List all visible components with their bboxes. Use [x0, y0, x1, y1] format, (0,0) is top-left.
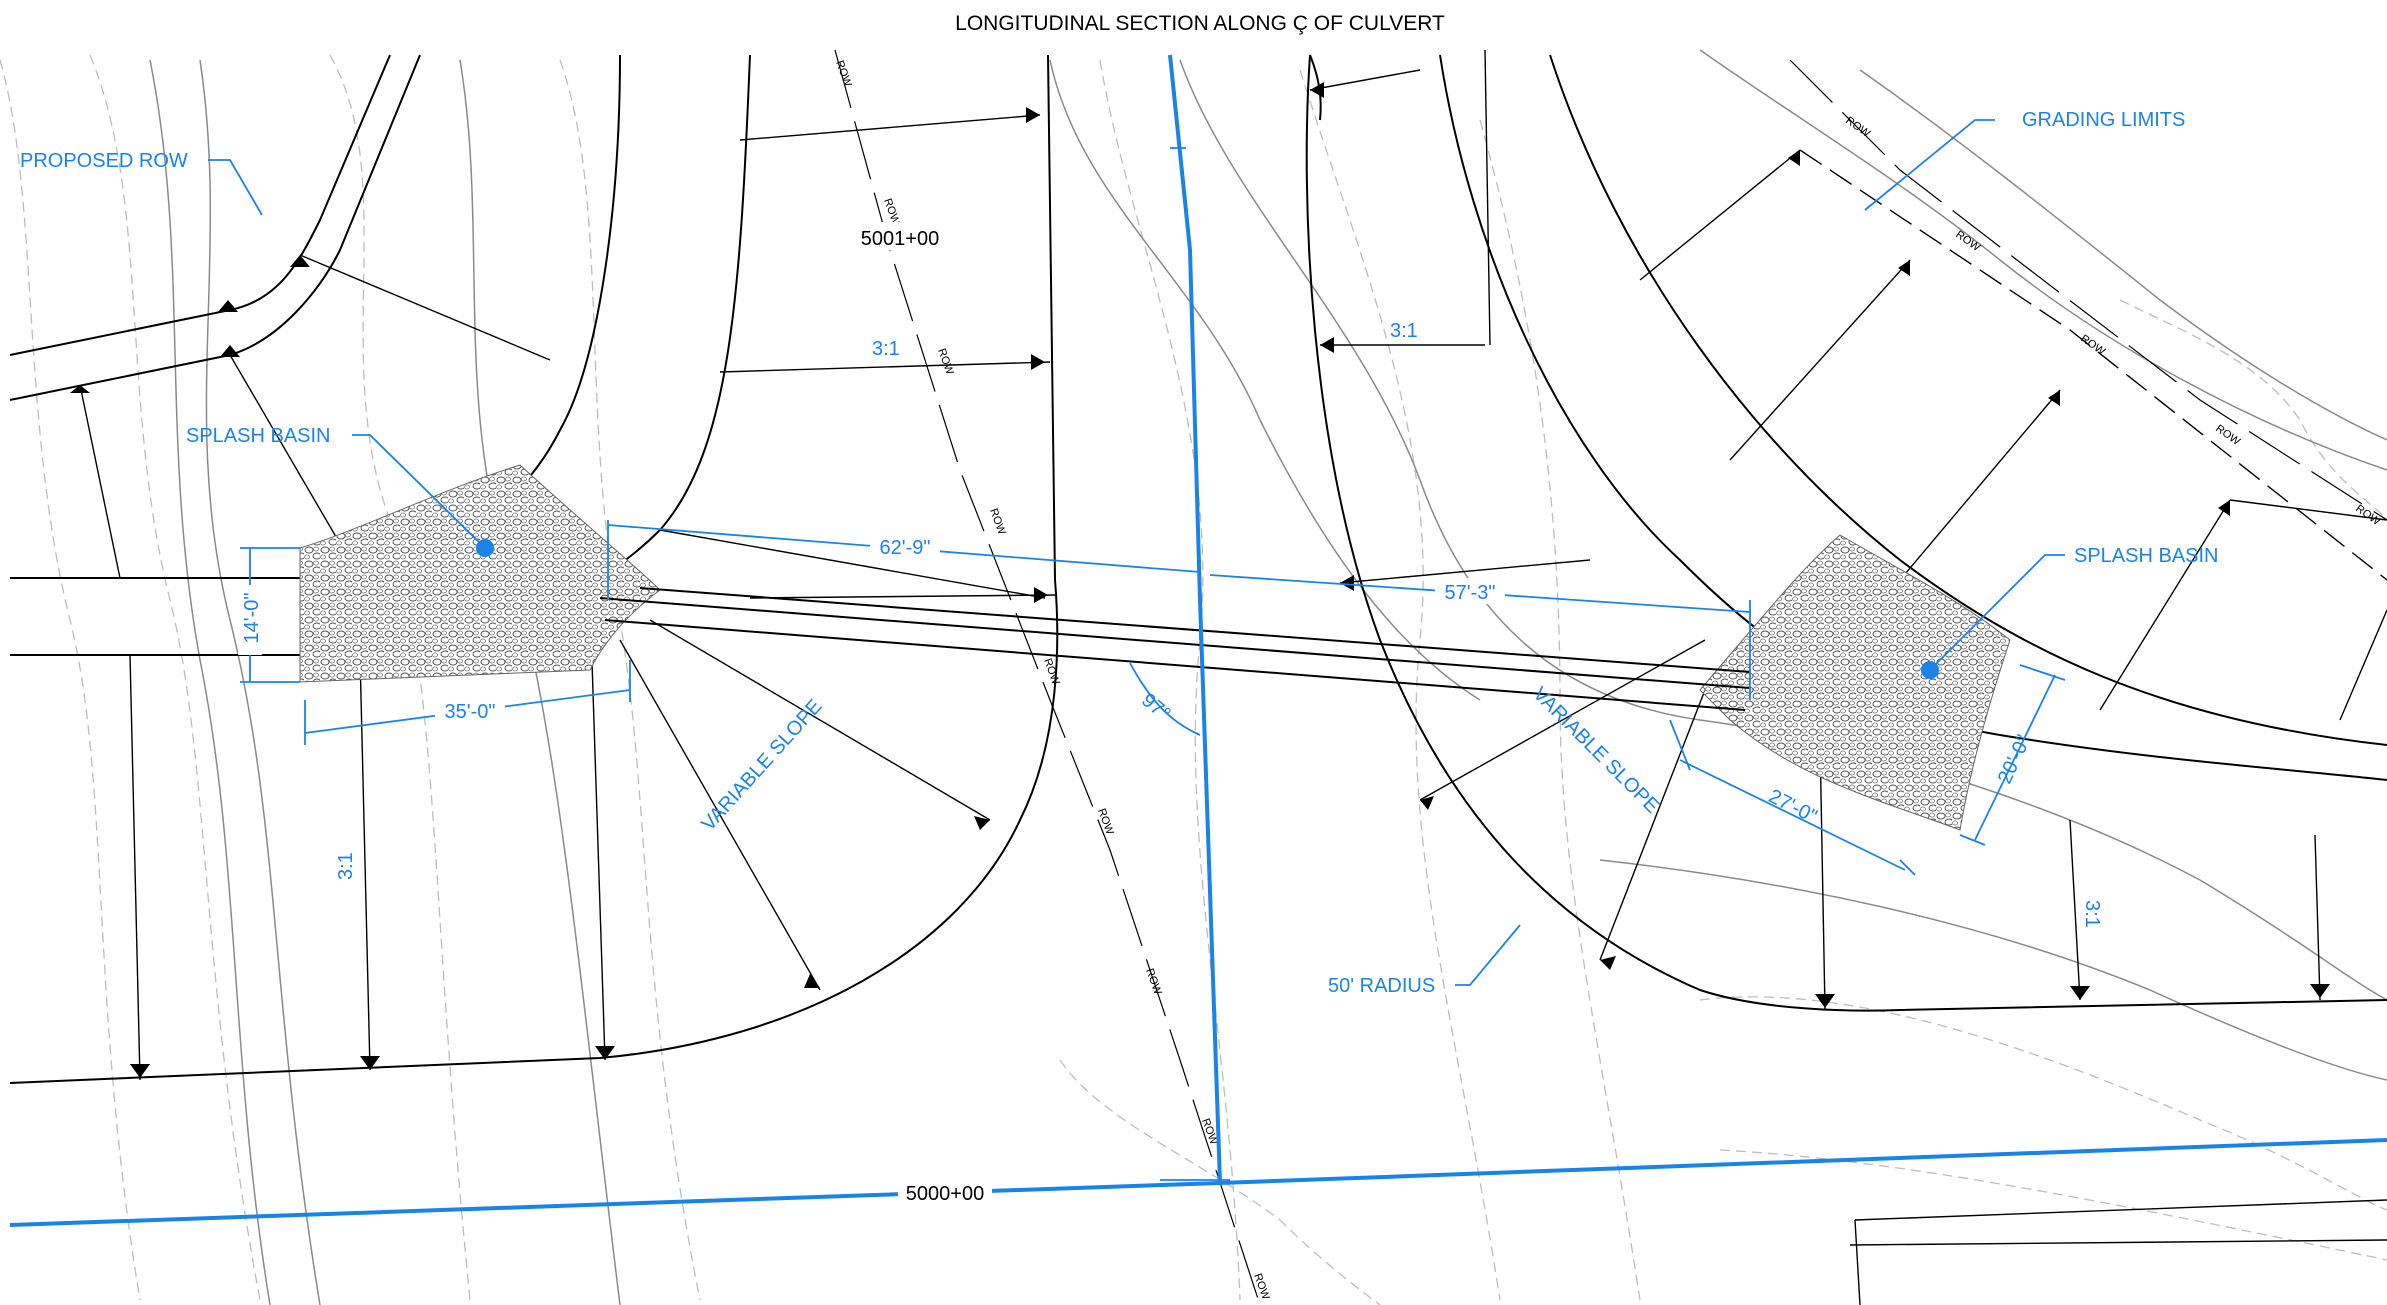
alignment-lines [9, 54, 2387, 1227]
dimension-basin-left-width: 14'-0" [241, 593, 263, 644]
dimension-basin-right-width: 20'-0" [1994, 732, 2035, 787]
dimension-basin-left-length: 35'-0" [445, 701, 496, 723]
row-label: ROW [1143, 967, 1164, 997]
station-upper: 5001+00 [861, 228, 939, 250]
lot-corner-markers [70, 82, 2330, 1078]
note-proposed-row: PROPOSED ROW [20, 150, 188, 172]
row-line-right [1789, 59, 2387, 521]
row-label: ROW [1041, 657, 1062, 687]
note-radius: 50' RADIUS [1328, 975, 1435, 997]
row-label: ROW [1953, 229, 1982, 255]
row-label: ROW [1843, 115, 1872, 141]
splash-basin-right [1699, 534, 2011, 831]
row-label: ROW [833, 59, 854, 89]
splash-basin-left [299, 464, 661, 683]
centerline-main [9, 1138, 2387, 1227]
row-label: ROW [2078, 333, 2107, 359]
culvert-barrel [599, 587, 1751, 711]
drawing-title: LONGITUDINAL SECTION ALONG Ç OF CULVERT [955, 12, 1445, 35]
slope-upper-right: 3:1 [1390, 320, 1418, 342]
note-splash-basin-right: SPLASH BASIN [2074, 545, 2219, 567]
note-grading-limits: GRADING LIMITS [2022, 109, 2185, 131]
row-label: ROW [987, 507, 1008, 537]
slope-lower-left: 3:1 [335, 852, 357, 880]
row-label: ROW [2353, 503, 2382, 529]
dimension-angle: 97° [1137, 689, 1174, 725]
slope-lower-right: 3:1 [2081, 900, 2103, 928]
topographic-contours [0, 49, 2387, 1305]
dimension-basin-right-length: 27'-0" [1765, 785, 1820, 828]
dimension-right-span: 57'-3" [1445, 582, 1496, 604]
note-variable-slope-left: VARIABLE SLOPE [697, 695, 826, 835]
row-label: ROW [935, 347, 956, 377]
slope-upper-left: 3:1 [872, 338, 900, 360]
centerline-culvert [1168, 54, 1222, 1184]
note-splash-basin-left: SPLASH BASIN [186, 425, 331, 447]
row-label: ROW [2213, 423, 2242, 449]
note-variable-slope-right: VARIABLE SLOPE [1528, 683, 1663, 818]
dimension-left-span: 62'-9" [880, 537, 931, 559]
station-lower: 5000+00 [906, 1183, 984, 1205]
leader-lines [208, 119, 2065, 986]
